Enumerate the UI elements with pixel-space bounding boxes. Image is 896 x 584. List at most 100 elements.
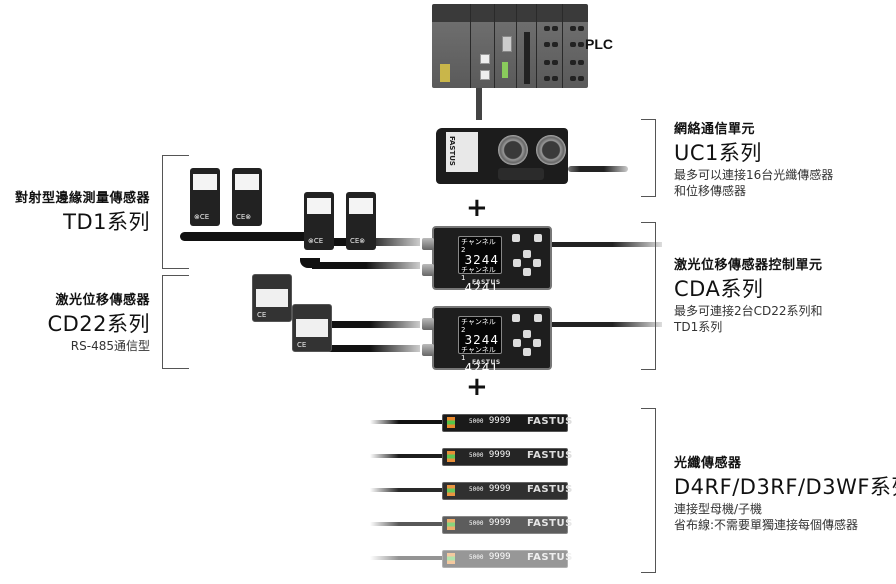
cda-connector: [422, 238, 434, 250]
cd22-caption: 激光位移傳感器 CD22系列 RS-485通信型: [0, 289, 150, 354]
fiber-cable: [370, 420, 442, 424]
plc-io-slot: [578, 60, 584, 65]
cd22-subtitle: 激光位移傳感器: [55, 293, 150, 308]
plc-io-slot: [552, 42, 558, 47]
amp-display: 5000 9999: [469, 484, 511, 494]
cd22-sensor: CE: [292, 304, 332, 352]
uc1-desc-line: 和位移傳感器: [674, 184, 747, 198]
serial-port-icon: [502, 36, 512, 52]
plc-module: [516, 4, 517, 88]
td1-sensor: ⊗CE: [304, 192, 334, 250]
cd22-label-plate: [256, 289, 288, 307]
cda-button-down[interactable]: [523, 268, 531, 276]
status-led-icon: [447, 485, 455, 496]
status-led-icon: [447, 451, 455, 462]
td1-bracket: [162, 155, 189, 269]
cda-desc-line: TD1系列: [674, 320, 723, 334]
cda-button-left[interactable]: [513, 339, 521, 347]
status-led-icon: [447, 553, 455, 564]
amp-threshold: 5000: [469, 418, 484, 425]
ethernet-port-icon: [480, 70, 490, 80]
amp-display: 5000 9999: [469, 552, 511, 562]
plc-io-slot: [570, 76, 576, 81]
td1-cert-mark: CE⊗: [236, 213, 252, 221]
cda-button-b[interactable]: [512, 234, 520, 242]
plc-cable: [476, 88, 482, 120]
td1-cert-mark: ⊗CE: [308, 237, 324, 245]
status-led-icon: [447, 519, 455, 530]
amp-display: 5000 9999: [469, 518, 511, 528]
td1-caption: 對射型邊緣測量傳感器 TD1系列: [0, 187, 150, 236]
fiber-caption: 光纖傳感器 D4RF/D3RF/D3WF系列 連接型母機/子機 省布線:不需要單…: [674, 452, 896, 533]
amp-value: 9999: [488, 450, 511, 460]
plc-io-slot: [570, 42, 576, 47]
cda-ch1-label: チャンネル1: [461, 266, 496, 282]
amp-threshold: 5000: [469, 452, 484, 459]
uc1-cable: [568, 166, 628, 172]
plc-unit: [432, 4, 588, 88]
plc-io-slot: [570, 26, 576, 31]
cda-bracket: [641, 222, 656, 370]
fiber-cable: [370, 488, 442, 492]
cda-button-b[interactable]: [512, 314, 520, 322]
cda-connector: [422, 344, 434, 356]
cda-button-left[interactable]: [513, 259, 521, 267]
amp-brand: FASTUS: [527, 552, 573, 563]
td1-label-plate: [235, 174, 259, 190]
cda-button-down[interactable]: [523, 348, 531, 356]
amp-value: 9999: [488, 416, 511, 426]
ethernet-port-icon: [480, 54, 490, 64]
cda-desc-line: 最多可連接2台CD22系列和: [674, 304, 823, 318]
cd22-cable: [320, 345, 420, 352]
cd22-cert-mark: CE: [297, 341, 307, 349]
fiber-cable: [370, 454, 442, 458]
cda-button-right[interactable]: [533, 339, 541, 347]
plc-module: [470, 4, 471, 88]
m12-port-icon: [498, 135, 528, 165]
uc1-cover: [498, 168, 544, 180]
plc-io-slot: [570, 60, 576, 65]
amp-threshold: 5000: [469, 520, 484, 527]
cda-connector: [422, 264, 434, 276]
cda-button-up[interactable]: [523, 330, 531, 338]
plc-module: [536, 4, 537, 88]
cda-button-a[interactable]: [534, 234, 542, 242]
uc1-unit: FASTUS: [436, 128, 568, 184]
fiber-desc-line: 省布線:不需要單獨連接每個傳感器: [674, 518, 859, 532]
cda-button-a[interactable]: [534, 314, 542, 322]
cda-display: チャンネル2 3244 チャンネル1 4241: [458, 316, 502, 374]
fiber-desc-line: 連接型母機/子機: [674, 502, 763, 516]
plc-io-slot: [578, 42, 584, 47]
td1-cable: [312, 262, 420, 269]
amp-brand: FASTUS: [527, 416, 573, 427]
cda-button-up[interactable]: [523, 250, 531, 258]
uc1-bracket: [641, 119, 656, 197]
td1-cable: [300, 258, 320, 268]
td1-sensor: CE⊗: [232, 168, 262, 226]
cd22-label-plate: [296, 319, 328, 337]
amp-display: 5000 9999: [469, 416, 511, 426]
plc-io-slot: [552, 26, 558, 31]
cd22-cert-mark: CE: [257, 311, 267, 319]
fiber-amplifier: 5000 9999 FASTUS: [442, 414, 572, 432]
cda-unit: チャンネル2 3244 チャンネル1 4241 FASTUS: [422, 306, 552, 374]
cda-brand: FASTUS: [472, 359, 501, 366]
plc-connector: [524, 32, 530, 84]
cda-button-right[interactable]: [533, 259, 541, 267]
amp-value: 9999: [488, 484, 511, 494]
td1-label-plate: [349, 198, 373, 214]
plc-io-slot: [578, 76, 584, 81]
td1-cert-mark: ⊗CE: [194, 213, 210, 221]
cda-ch2-label: チャンネル2: [461, 318, 496, 334]
plc-io-slot: [552, 76, 558, 81]
uc1-brand: FASTUS: [448, 136, 456, 166]
cda-ch1-value: 4241: [464, 281, 499, 295]
amp-threshold: 5000: [469, 486, 484, 493]
amp-threshold: 5000: [469, 554, 484, 561]
fiber-bracket: [641, 408, 656, 573]
td1-cert-mark: CE⊗: [350, 237, 366, 245]
cda-caption: 激光位移傳感器控制單元 CDA系列 最多可連接2台CD22系列和 TD1系列: [674, 254, 823, 335]
plc-label: PLC: [585, 36, 613, 52]
uc1-desc-line: 最多可以連接16台光纖傳感器: [674, 168, 834, 182]
td1-cable: [180, 232, 310, 241]
